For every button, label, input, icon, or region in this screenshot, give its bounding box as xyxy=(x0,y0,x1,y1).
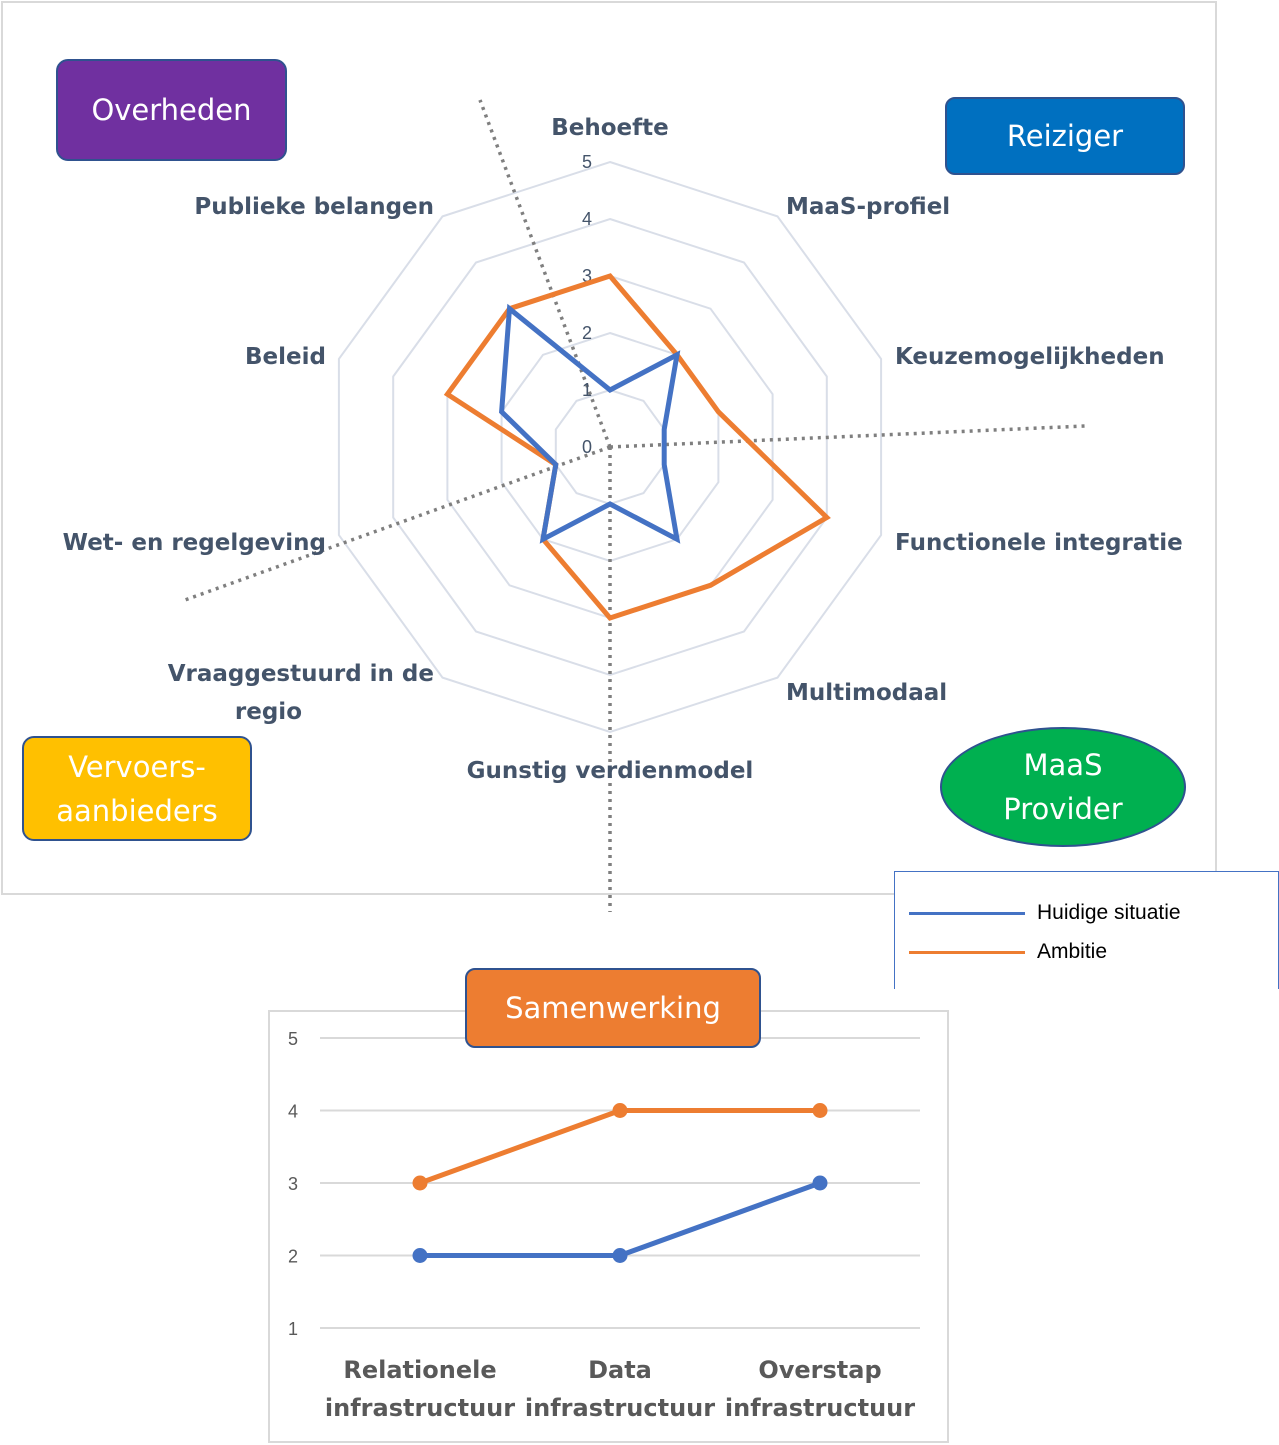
radar-axis-label: Wet- en regelgeving xyxy=(63,530,326,556)
radar-axis-label: Beleid xyxy=(245,344,326,370)
legend-swatch-current xyxy=(909,911,1025,915)
radar-series-ambition xyxy=(443,273,831,621)
line-point-current xyxy=(812,1175,828,1191)
line-chart-frame xyxy=(268,1010,949,1443)
line-y-tick-label: 3 xyxy=(288,1174,298,1194)
line-point-ambition xyxy=(812,1103,828,1118)
radar-tick-label: 1 xyxy=(582,380,592,400)
radar-chart-frame xyxy=(1,1,1217,895)
radar-series-current xyxy=(499,303,681,544)
line-point-ambition xyxy=(612,1103,628,1118)
legend-label-current: Huidige situatie xyxy=(1037,901,1181,924)
line-y-tick-label: 1 xyxy=(288,1319,298,1339)
radar-axis-label: Publieke belangen xyxy=(194,194,434,220)
line-point-current xyxy=(412,1248,428,1263)
line-point-ambition xyxy=(412,1175,428,1191)
line-y-tick-label: 2 xyxy=(288,1247,298,1267)
line-y-tick-label: 4 xyxy=(288,1102,298,1122)
stakeholder-samenwerking: Samenwerking xyxy=(465,968,761,1048)
line-point-current xyxy=(612,1248,628,1263)
legend-item-current: Huidige situatie xyxy=(909,900,1181,926)
radar-tick-label: 0 xyxy=(582,437,592,457)
legend-swatch-ambition xyxy=(909,950,1025,954)
stakeholder-overheden: Overheden xyxy=(56,59,287,161)
radar-axis-label: Behoefte xyxy=(551,115,669,141)
radar-axis-label: Keuzemogelijkheden xyxy=(895,344,1165,370)
radar-axis-label: Functionele integratie xyxy=(895,530,1183,556)
quadrant-divider-line xyxy=(184,445,611,602)
legend-label-ambition: Ambitie xyxy=(1037,940,1108,963)
radar-axis-label: Gunstig verdienmodel xyxy=(467,758,754,784)
radar-tick-label: 4 xyxy=(582,209,592,229)
quadrant-divider-line xyxy=(478,99,612,448)
radar-tick-label: 3 xyxy=(582,266,592,286)
radar-grid-ring xyxy=(337,160,883,734)
radar-axis-label: MaaS-profiel xyxy=(786,194,950,220)
radar-grid-ring xyxy=(392,217,828,677)
stakeholder-maas-provider: MaaS Provider xyxy=(940,727,1186,847)
stakeholder-vervoersaanbieders: Vervoers- aanbieders xyxy=(22,736,252,841)
radar-tick-label: 2 xyxy=(582,323,592,343)
radar-axis-label: Multimodaal xyxy=(786,680,947,706)
line-y-tick-label: 5 xyxy=(288,1029,298,1049)
legend-item-ambition: Ambitie xyxy=(909,939,1107,965)
stakeholder-reiziger: Reiziger xyxy=(945,97,1185,175)
radar-tick-label: 5 xyxy=(582,152,592,172)
legend: Huidige situatie Ambitie xyxy=(894,871,1279,989)
